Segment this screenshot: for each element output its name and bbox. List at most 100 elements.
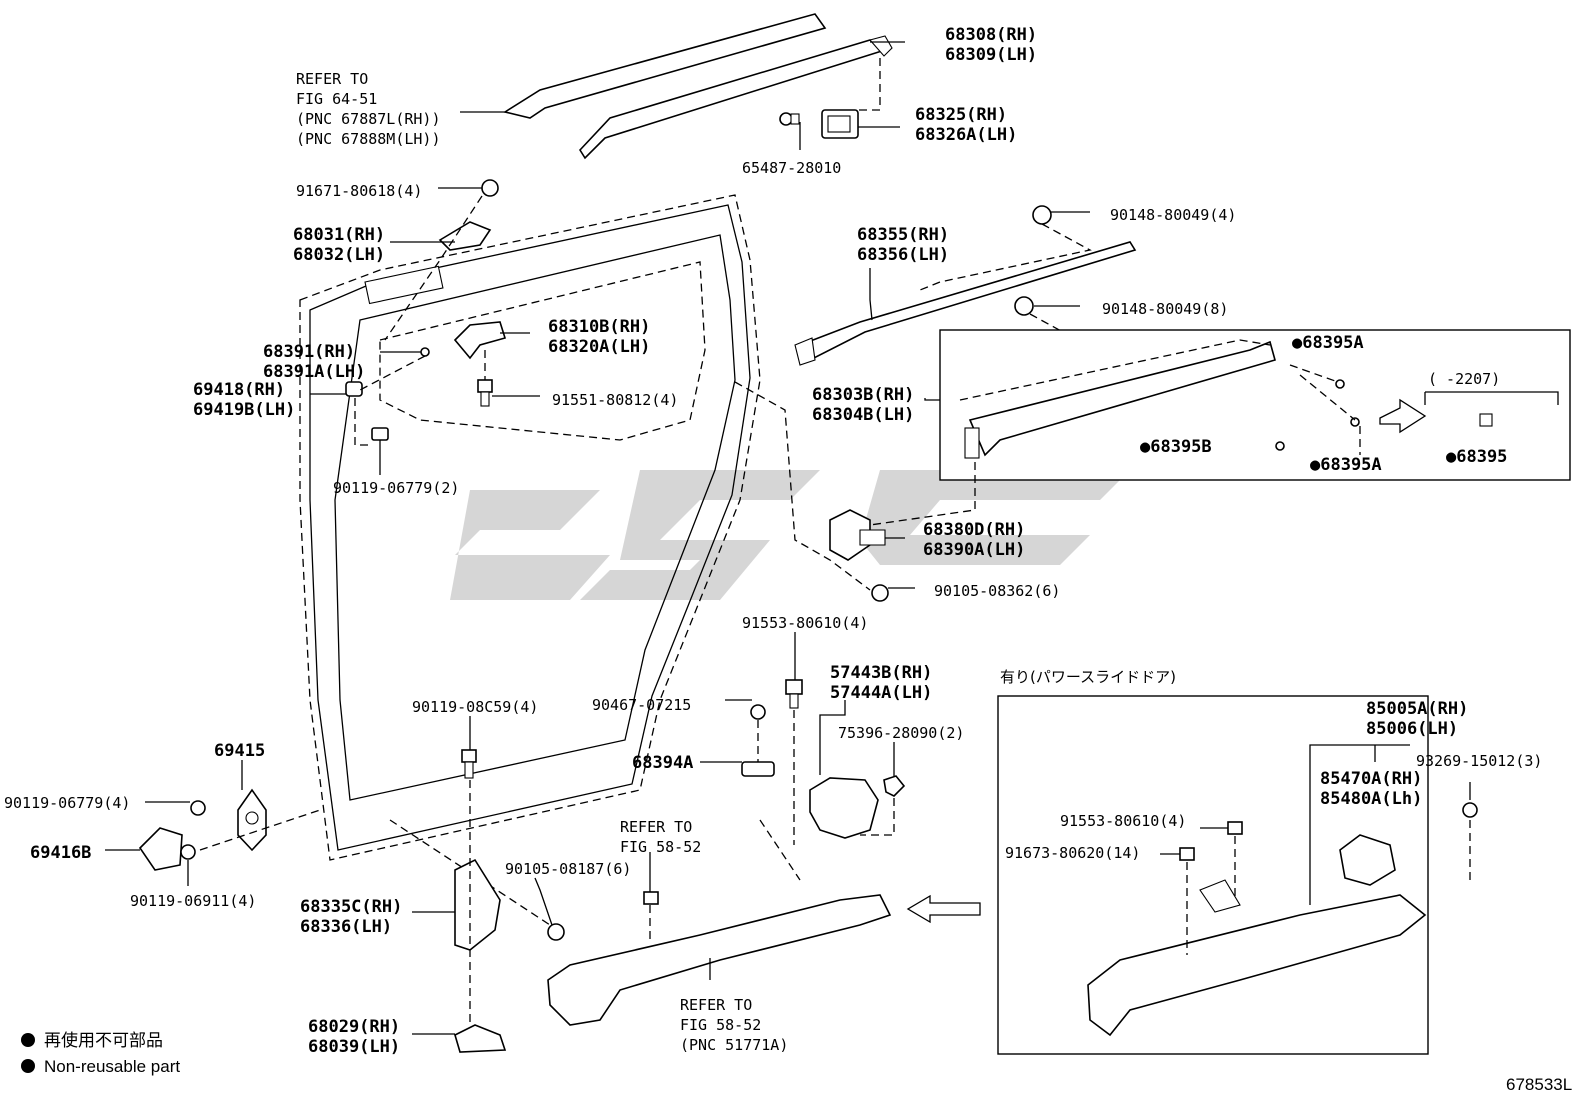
- bolt-90148b: [1014, 296, 1034, 316]
- inset-power-slide: [997, 695, 1478, 1055]
- label-68039: 68039(LH): [308, 1037, 400, 1057]
- pad-68394: [741, 761, 775, 777]
- label-90105-08362: 90105-08362(6): [934, 582, 1060, 600]
- bolt-91553a: [785, 679, 803, 709]
- hinge-68335: [454, 858, 501, 951]
- roof-rail-upper: [502, 13, 893, 160]
- label-91551: 91551-80812(4): [552, 391, 678, 409]
- legend: 再使用不可部品 Non-reusable part: [21, 1030, 180, 1076]
- leader-90148a: [919, 223, 1092, 291]
- label-refer2-a: REFER TO: [620, 818, 692, 836]
- leaders: [105, 41, 1090, 1035]
- label-90467: 90467-07215: [592, 696, 691, 714]
- label-68309: 68309(LH): [945, 45, 1037, 65]
- label-57443: 57443B(RH): [830, 663, 932, 683]
- label-90105-08187: 90105-08187(6): [505, 860, 631, 878]
- label-85470: 85470A(RH): [1320, 769, 1422, 789]
- label-68380: 68380D(RH): [923, 520, 1025, 540]
- label-90119-06779a: 90119-06779(2): [333, 479, 459, 497]
- label-68304: 68304B(LH): [812, 405, 914, 425]
- label-65487: 65487-28010: [742, 159, 841, 177]
- leader-69415: [199, 809, 321, 851]
- label-91671: 91671-80618(4): [296, 182, 422, 200]
- label-91673: 91673-80620(14): [1005, 844, 1140, 862]
- label-85005: 85005A(RH): [1366, 699, 1468, 719]
- bolt-90119-06779b: [190, 800, 206, 816]
- plate-69415: [237, 788, 267, 852]
- lower-arm: [547, 819, 892, 1026]
- label-refer2-b: FIG 58-52: [620, 838, 701, 856]
- label-68355: 68355(RH): [857, 225, 949, 245]
- clip-75396: [883, 775, 906, 797]
- label-68395a-bot: ●68395A: [1310, 455, 1382, 475]
- label-69418: 69418(RH): [193, 380, 285, 400]
- clip-68391: [420, 347, 430, 357]
- label-68390: 68390A(LH): [923, 540, 1025, 560]
- label-power-slide-title: 有り(パワースライドドア): [1000, 668, 1176, 686]
- bolt-90148a: [1032, 205, 1052, 225]
- label-68326: 68326A(LH): [915, 125, 1017, 145]
- label-85006: 85006(LH): [1366, 719, 1458, 739]
- label-68394: 68394A: [632, 753, 693, 773]
- legend-en: Non-reusable part: [44, 1057, 180, 1076]
- bracket-57443: [809, 777, 879, 839]
- label-68395: ●68395: [1446, 447, 1507, 467]
- label-refer3-c: (PNC 51771A): [680, 1036, 788, 1054]
- arrow-to-inset: [906, 894, 981, 924]
- label-refer1-c: (PNC 67887L(RH)): [296, 110, 441, 128]
- bolt-90105-08362: [871, 584, 889, 602]
- leader-68391: [359, 355, 426, 391]
- label-refer1-b: FIG 64-51: [296, 90, 377, 108]
- legend-bullet-2: [21, 1059, 35, 1073]
- bolt-90119-06911: [180, 844, 196, 860]
- label-85480: 85480A(Lh): [1320, 789, 1422, 809]
- rail-68355: [794, 241, 1137, 366]
- label-90119-08c59: 90119-08C59(4): [412, 698, 538, 716]
- label-refer3-a: REFER TO: [680, 996, 752, 1014]
- legend-bullet-1: [21, 1033, 35, 1047]
- leader-roller-up: [869, 462, 976, 526]
- label-69416: 69416B: [30, 843, 91, 863]
- label-range: ( -2207): [1428, 370, 1500, 388]
- inset-center-rail: [939, 329, 1571, 481]
- plate-69416: [138, 827, 183, 871]
- leader-roller: [734, 381, 871, 591]
- label-57444: 57444A(LH): [830, 683, 932, 703]
- label-refer3-b: FIG 58-52: [680, 1016, 761, 1034]
- label-69415: 69415: [214, 741, 265, 761]
- label-90119-06779b: 90119-06779(4): [4, 794, 130, 812]
- bolt-91671: [481, 179, 499, 197]
- watermark-logo: [450, 470, 1130, 600]
- roller-68380: [829, 509, 886, 561]
- door-frame: [299, 194, 761, 861]
- label-91553b: 91553-80610(4): [1060, 812, 1186, 830]
- label-68032: 68032(LH): [293, 245, 385, 265]
- label-68310: 68310B(RH): [548, 317, 650, 337]
- label-90148a: 90148-80049(4): [1110, 206, 1236, 224]
- leader-68308-down: [858, 58, 881, 111]
- clip-65487: [779, 112, 800, 126]
- label-68335: 68335C(RH): [300, 897, 402, 917]
- label-93269: 93269-15012(3): [1416, 752, 1542, 770]
- hinge-68029: [454, 1024, 507, 1053]
- bolt-refer58: [643, 891, 659, 905]
- label-68029: 68029(RH): [308, 1017, 400, 1037]
- label-91553a: 91553-80610(4): [742, 614, 868, 632]
- bracket-68031: [438, 221, 492, 251]
- label-refer1-a: REFER TO: [296, 70, 368, 88]
- label-68031: 68031(RH): [293, 225, 385, 245]
- label-90148b: 90148-80049(8): [1102, 300, 1228, 318]
- bracket-68310: [453, 321, 507, 360]
- label-69419: 69419B(LH): [193, 400, 295, 420]
- label-68395a-top: ●68395A: [1292, 333, 1364, 353]
- text-labels: 68308(RH) 68309(LH) REFER TO FIG 64-51 (…: [4, 25, 1542, 1057]
- diagram-id: 678533L: [1506, 1075, 1572, 1094]
- bolt-90119-08c59: [461, 749, 477, 779]
- label-68308: 68308(RH): [945, 25, 1037, 45]
- label-refer1-d: (PNC 67888M(LH)): [296, 130, 441, 148]
- label-68325: 68325(RH): [915, 105, 1007, 125]
- label-68303: 68303B(RH): [812, 385, 914, 405]
- leader-69418: [354, 398, 372, 446]
- label-68356: 68356(LH): [857, 245, 949, 265]
